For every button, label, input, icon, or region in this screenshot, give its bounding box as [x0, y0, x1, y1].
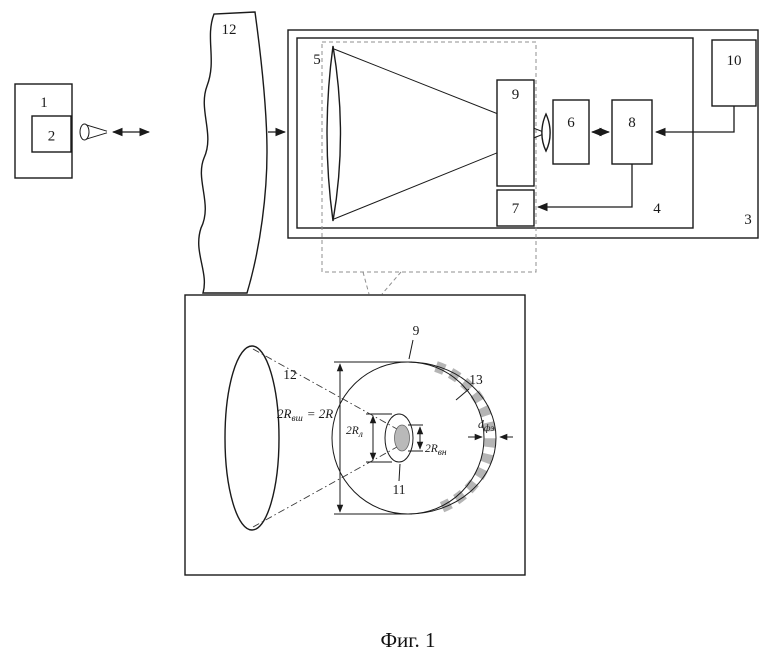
disk-rim-outer-arc — [407, 361, 497, 515]
atmosphere-lens-12: 12 — [198, 11, 268, 294]
dim-inner-extension-lines — [408, 424, 423, 452]
condenser-lens — [541, 112, 551, 153]
figure-caption: Фиг. 1 — [380, 628, 435, 652]
wavy-lens-outline — [198, 11, 268, 294]
lens-5-outline — [326, 45, 342, 222]
dim-ring-prefix: d — [478, 419, 484, 431]
block-1-label: 1 — [40, 95, 48, 111]
dim-inner-label: 2Rвн — [425, 443, 447, 458]
focus-ellipse-outer — [384, 413, 414, 463]
callout-pointer-lines — [362, 271, 402, 295]
dim-lens-label: 2Rл — [346, 425, 363, 440]
block-10-label: 10 — [727, 53, 742, 69]
dim-outer-diameter: 2Rвш= 2R — [277, 361, 412, 515]
detail-ring-label: 13 — [469, 372, 483, 387]
detail-focus-label: 11 — [393, 482, 406, 497]
ring-label-leader — [455, 388, 470, 401]
emitter-horn-base — [79, 123, 90, 141]
block-7-box — [496, 189, 535, 227]
block-6-label: 6 — [567, 115, 575, 131]
dim-lens-sub: л — [358, 430, 363, 440]
focus-ellipse-inner — [394, 424, 410, 452]
dim-outer-sub: вш — [291, 414, 302, 424]
detail-view: 12 9 13 11 2Rвш= 2R 2Rл 2Rвн dфэ — [184, 294, 526, 576]
detail-lens-ellipse — [224, 345, 280, 531]
block-4-label: 4 — [653, 201, 661, 217]
dim-lens-prefix: 2R — [346, 425, 359, 437]
block-3-label: 3 — [744, 212, 752, 228]
focus-label-leader — [398, 463, 401, 482]
disk-rim-segments — [434, 361, 496, 515]
arrow-10-8 — [655, 106, 735, 137]
block-8-label: 8 — [628, 115, 636, 131]
dim-lens-extension-lines — [366, 413, 392, 463]
dim-lens-spot: 2Rл — [346, 413, 392, 463]
detail-disk-label: 9 — [413, 323, 420, 338]
dim-inner-diameter: 2Rвн — [408, 424, 447, 458]
block-2-box — [31, 115, 72, 153]
detail-lens-label: 12 — [283, 367, 297, 382]
disk-label-leader — [408, 339, 414, 360]
dim-outer-label: 2Rвш = 2R — [277, 406, 333, 424]
block-9-box — [496, 79, 535, 187]
dim-ring-sub: фэ — [484, 423, 495, 434]
block-10-box — [711, 39, 757, 107]
dim-outer-suffix: = 2R — [307, 406, 334, 421]
callout-dashed-box — [321, 41, 537, 273]
receiving-lens-5: 5 — [313, 45, 547, 222]
block-2-label: 2 — [48, 129, 56, 145]
lens-12-label: 12 — [222, 22, 237, 38]
dim-outer-extension-lines — [334, 361, 412, 515]
dim-inner-prefix: 2R — [425, 443, 438, 455]
block-7-label: 7 — [512, 201, 520, 217]
laser-source-block: 1 2 — [14, 83, 108, 179]
block-9-label: 9 — [512, 87, 520, 103]
dim-ring-label: dфэ — [478, 419, 495, 434]
block-5-label: 5 — [313, 52, 321, 68]
emitter-horn-cone — [85, 124, 108, 140]
arrow-8-7 — [537, 164, 633, 212]
dim-inner-sub: вн — [438, 448, 447, 458]
dim-ring-width: dфэ — [468, 419, 513, 441]
block-6-box — [552, 99, 590, 165]
block-8-box — [611, 99, 653, 165]
callout-region — [321, 41, 537, 295]
dim-outer-prefix: 2R — [277, 406, 292, 421]
